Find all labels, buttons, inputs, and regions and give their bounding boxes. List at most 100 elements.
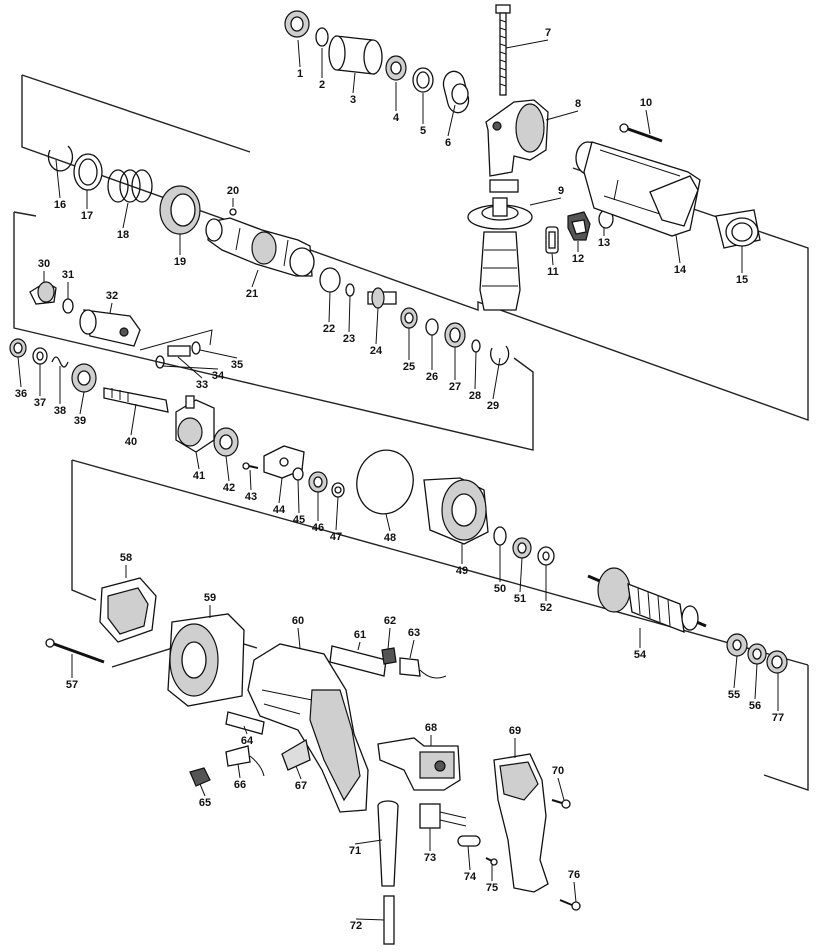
part-60-motor-housing	[247, 643, 369, 813]
part-number-label: 40	[125, 436, 137, 448]
part-number-label: 72	[350, 920, 362, 932]
part-labels: 1234567891011121314151617181920212223242…	[15, 27, 784, 932]
group-frames	[13, 74, 809, 791]
part-number-label: 30	[38, 258, 50, 270]
part-55-bearing	[726, 633, 748, 657]
part-number-label: 65	[199, 797, 211, 809]
part-number-label: 22	[323, 323, 335, 335]
part-19-bearing	[159, 185, 201, 235]
leader-line-48	[385, 513, 391, 532]
part-number-label: 41	[193, 470, 205, 482]
part-number-label: 13	[598, 237, 610, 249]
part-10-bolt	[619, 123, 663, 143]
part-26-o-ring	[425, 318, 439, 336]
leader-line-23	[348, 295, 351, 333]
part-number-label: 38	[54, 405, 66, 417]
leader-line-55	[733, 655, 738, 689]
part-17-washer	[73, 153, 103, 191]
part-number-label: 46	[312, 522, 324, 534]
leader-line-1	[297, 39, 301, 68]
leader-line-40	[130, 403, 137, 436]
part-number-label: 47	[330, 531, 342, 543]
part-20-ball	[229, 208, 237, 216]
leader-line-60	[297, 627, 301, 649]
part-67-sheet	[281, 738, 311, 771]
part-number-label: 8	[575, 98, 581, 110]
part-74-strain-relief	[457, 835, 481, 847]
frame-top	[21, 75, 809, 421]
leader-line-7	[505, 39, 549, 49]
part-56-washer	[747, 643, 767, 665]
part-number-label: 68	[425, 722, 437, 734]
part-number-label: 45	[293, 514, 305, 526]
part-number-label: 5	[420, 125, 426, 137]
part-number-label: 3	[350, 94, 356, 106]
part-number-label: 35	[231, 359, 243, 371]
part-number-label: 15	[736, 274, 748, 286]
part-31-o-ring	[62, 298, 74, 314]
leader-line-36	[17, 356, 22, 388]
part-75-screw	[485, 857, 498, 866]
part-number-label: 62	[384, 615, 396, 627]
leader-line-28	[474, 351, 477, 390]
part-77-bearing	[766, 650, 788, 674]
part-16-snap-ring	[47, 145, 74, 172]
part-21-tool-holder	[205, 217, 315, 277]
part-number-label: 31	[62, 269, 74, 281]
part-5-ring	[412, 67, 434, 93]
part-number-label: 6	[445, 137, 451, 149]
part-70-screw	[551, 799, 571, 809]
part-number-label: 70	[552, 765, 564, 777]
part-number-label: 7	[545, 27, 551, 39]
part-number-label: 19	[174, 256, 186, 268]
part-45-ring	[292, 467, 304, 481]
part-number-label: 29	[487, 400, 499, 412]
leader-line-41	[195, 451, 200, 470]
part-73-noise-suppressor	[419, 803, 467, 829]
part-18-spring	[107, 169, 153, 203]
part-36-bearing	[9, 338, 27, 358]
leader-line-34	[161, 365, 219, 370]
leader-line-32	[109, 302, 113, 314]
part-number-label: 33	[196, 379, 208, 391]
leader-line-74	[467, 845, 471, 871]
part-1-ring	[284, 10, 310, 38]
part-12-lever	[567, 211, 591, 241]
leader-line-9	[529, 197, 562, 206]
part-number-label: 54	[634, 649, 647, 661]
part-24-pin	[367, 287, 397, 309]
part-43-screw	[242, 462, 259, 470]
frame-middle	[13, 212, 534, 451]
leader-line-47	[335, 496, 339, 531]
part-4-washer	[385, 55, 407, 81]
leader-line-62	[387, 627, 391, 650]
leader-line-10	[645, 109, 651, 135]
frame-middle-edge	[13, 211, 37, 217]
part-number-label: 74	[464, 871, 477, 883]
part-number-label: 63	[408, 627, 420, 639]
part-48-large-o-ring	[356, 449, 414, 515]
part-3-sleeve	[328, 35, 383, 75]
part-35-ring	[139, 329, 213, 355]
part-number-label: 39	[74, 415, 86, 427]
part-28-o-ring	[471, 339, 481, 353]
part-6-collar	[442, 70, 470, 114]
part-40-shaft	[103, 387, 169, 413]
leader-line-65	[199, 783, 206, 797]
part-29-snap-ring	[490, 345, 510, 366]
part-number-label: 2	[319, 79, 325, 91]
leader-line-24	[375, 307, 379, 345]
part-68-switch	[377, 737, 461, 791]
part-number-label: 23	[343, 333, 355, 345]
part-number-label: 1	[297, 68, 303, 80]
leader-line-14	[675, 234, 681, 264]
part-8-grip-clamp	[485, 99, 549, 193]
part-32-piston	[79, 309, 141, 347]
part-38-spring	[51, 356, 69, 368]
part-number-label: 12	[572, 253, 584, 265]
part-number-label: 9	[558, 185, 564, 197]
part-number-label: 52	[540, 602, 552, 614]
part-54-armature	[587, 567, 707, 634]
part-14-gear-housing	[575, 141, 701, 237]
